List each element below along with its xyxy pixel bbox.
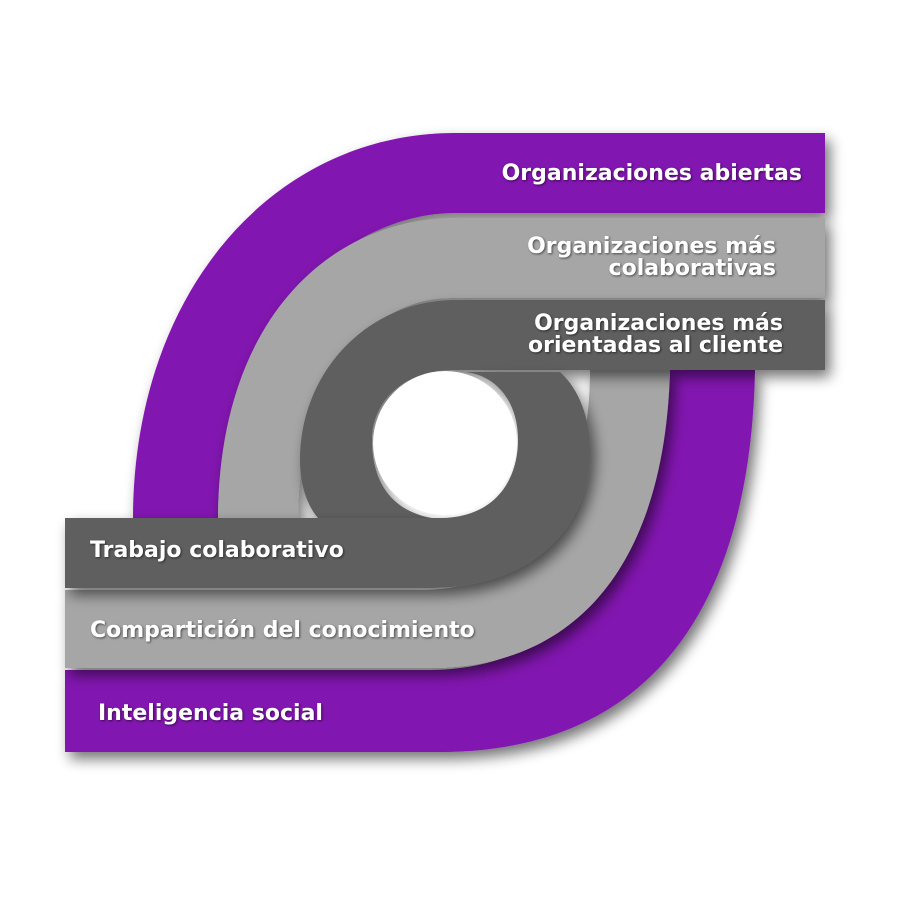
label-text: Compartición del conocimiento [90,618,475,643]
label-text: Trabajo colaborativo [90,538,344,563]
band-lightgray-bottom [65,370,670,668]
label-text: Inteligencia social [98,701,323,726]
center-hole [373,371,517,515]
label-comparticion-conocimiento: Compartición del conocimiento [90,620,475,642]
label-line-1: Organizaciones más [534,311,783,336]
label-line-1: Organizaciones más [527,234,776,259]
label-inteligencia-social: Inteligencia social [98,703,323,725]
band-purple-bottom [65,370,755,752]
label-trabajo-colaborativo: Trabajo colaborativo [90,540,344,562]
label-organizaciones-cliente: Organizaciones más orientadas al cliente [528,313,783,357]
label-text: Organizaciones abiertas [501,161,802,186]
label-line-2: colaborativas [608,256,776,281]
band-purple-top [133,133,825,520]
band-lightgray-top [218,218,825,520]
label-organizaciones-abiertas: Organizaciones abiertas [502,163,802,185]
band-darkgray-bottom [65,372,590,588]
label-organizaciones-colaborativas: Organizaciones más colaborativas [527,236,776,280]
label-line-2: orientadas al cliente [528,333,783,358]
band-darkgray-top [300,300,825,520]
